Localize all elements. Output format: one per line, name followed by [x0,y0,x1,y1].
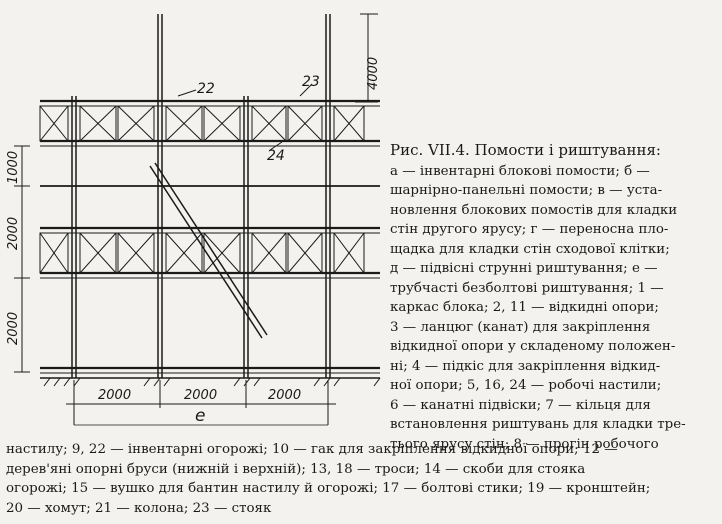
figure-caption: Рис. VII.4. Помости і риштування: а — ін… [390,141,712,454]
caption-line: шарнірно-панельні помости; в — уста- [390,183,663,198]
caption-continuation: настилу; 9, 22 — інвентарні огорожі; 10 … [6,440,712,518]
caption-line: 3 — ланцюг (канат) для закріплення [390,319,651,335]
caption-line: д — підвісні струнні риштування; е — [390,261,658,276]
caption-body: а — інвентарні блокові помости; б — шарні… [390,162,712,455]
dimension-label-1000: 1000 [6,151,21,184]
dimension-label-2000-right: 2000 [268,388,301,403]
caption-tail-line: огорожі; 15 — вушко для бантин настилу й… [6,481,651,496]
caption-line: каркас блока; 2, 11 — відкидні опори; [390,300,659,315]
callout-23: 23 [302,74,320,90]
callout-24: 24 [267,148,285,164]
caption-line: тього ярусу стін; 8 — прогін робочого [390,436,659,452]
dimension-label-4000: 4000 [366,57,381,90]
caption-line: ної опори; 5, 16, 24 — робочі настили; [390,378,662,393]
caption-line: трубчасті безболтові риштування; 1 — [390,280,664,296]
caption-line: 6 — канатні підвіски; 7 — кільця для [390,397,651,413]
caption-line: а — інвентарні блокові помости; б — [390,163,650,179]
caption-line: новлення блокових помостів для кладки [390,202,678,218]
dimension-label-2000-upper: 2000 [6,217,21,250]
callout-22: 22 [197,81,215,97]
dimension-label-2000-lower: 2000 [6,312,21,345]
caption-line: відкидної опори у складеному положен- [390,339,676,354]
caption-tail-line: 20 — хомут; 21 — колона; 23 — стояк [6,500,272,516]
caption-line: встановлення риштувань для кладки тре- [390,417,686,432]
caption-tail-line: дерев'яні опорні бруси (нижній і верхній… [6,461,586,477]
scaffolding-drawing: 4000 1000 2000 2000 2000 2000 2000 е 22 … [6,13,381,426]
caption-tail-line: настилу; 9, 22 — інвентарні огорожі; 10 … [6,442,618,457]
caption-line: ні; 4 — підкіс для закріплення відкид- [390,358,661,374]
caption-line: щадка для кладки стін сходової клітки; [390,241,670,257]
caption-line: стін другого ярусу; г — переносна пло- [390,222,669,237]
caption-title: Рис. VII.4. Помости і риштування: [390,141,661,159]
dimension-label-2000-mid: 2000 [184,388,217,403]
dimension-label-2000-left: 2000 [98,388,131,403]
figure-label-e: е [195,406,205,426]
